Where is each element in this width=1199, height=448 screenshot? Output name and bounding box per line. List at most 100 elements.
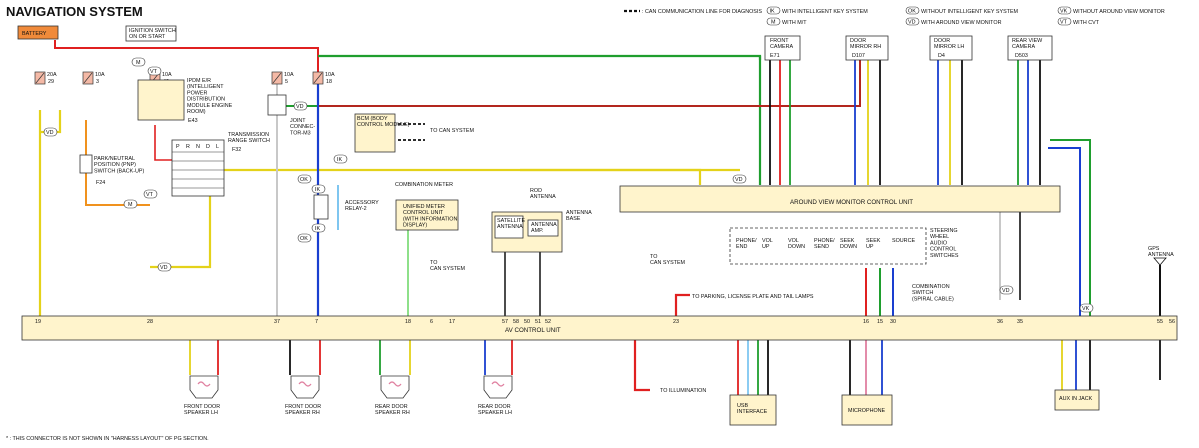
- pill-ik-2: IK: [315, 187, 320, 193]
- av-pin: 56: [1169, 319, 1175, 325]
- av-pin: 37: [274, 319, 280, 325]
- av-pin: 23: [673, 319, 679, 325]
- trs-position-n: N: [196, 144, 200, 150]
- legend-vk-code: VK: [1060, 9, 1068, 15]
- battery-label: BATTERY: [22, 31, 47, 37]
- av-pin: 58: [513, 319, 519, 325]
- legend-vk: WITHOUT AROUND VIEW MONITOR: [1073, 9, 1165, 15]
- door-mirror-lh-connector: D4: [938, 53, 945, 59]
- antenna-amp-box: [527, 219, 559, 237]
- av-pin: 7: [315, 319, 318, 325]
- rear-view-camera-connector: D503: [1015, 53, 1028, 59]
- pill-ok-2: OK: [300, 236, 308, 242]
- fuse-number: 18: [326, 79, 332, 85]
- legend-vd-code: VD: [908, 20, 916, 26]
- pill-ik: IK: [337, 157, 342, 163]
- door-mirror-rh-box: [845, 35, 889, 61]
- pill-vt: VT: [150, 69, 158, 75]
- ignition-switch-box: [125, 25, 177, 42]
- av-pin: 51: [535, 319, 541, 325]
- mode-pills-left: M VT M VT VD VD VD IK OK IK IK OK VD VD …: [43, 57, 1094, 313]
- switch-label: SOURCE: [892, 238, 915, 244]
- fuse-group: 20A2910A310A4010A510A18: [34, 71, 335, 85]
- transmission-range-switch: [171, 139, 225, 197]
- footnote: * : THIS CONNECTOR IS NOT SHOWN IN "HARN…: [6, 436, 209, 442]
- av-pin: 30: [890, 319, 896, 325]
- usb-interface-box: [729, 394, 777, 426]
- steering-switch-panel: [729, 227, 927, 265]
- accessory-relay: [313, 194, 329, 220]
- fuse-amp: 20A: [47, 72, 57, 78]
- legend-vd: WITH AROUND VIEW MONITOR: [921, 20, 1002, 26]
- legend-vt: WITH CVT: [1073, 20, 1100, 26]
- fuse-number: 29: [48, 79, 54, 85]
- door-mirror-rh-connector: D107: [852, 53, 865, 59]
- switch-label: PHONE/SEND: [814, 238, 835, 250]
- avm-unit-label: AROUND VIEW MONITOR CONTROL UNIT: [790, 199, 913, 206]
- fuse-amp: 10A: [95, 72, 105, 78]
- legend-ik: WITH INTELLIGENT KEY SYSTEM: [782, 9, 868, 15]
- pill-vd-5: VD: [1002, 288, 1010, 294]
- fuse-number: 5: [285, 79, 288, 85]
- pnp-switch: [79, 154, 93, 174]
- av-pin: 55: [1157, 319, 1163, 325]
- front-camera-box: [764, 35, 801, 61]
- fuse-amp: 10A: [162, 72, 172, 78]
- joint-connector: [267, 94, 287, 116]
- microphone-box: [841, 394, 893, 426]
- bcm-box: [354, 113, 396, 153]
- pill-ik-3: IK: [315, 226, 320, 232]
- trs-connector: F32: [232, 147, 241, 153]
- legend-vt-code: VT: [1060, 20, 1068, 26]
- fuse-amp: 10A: [325, 72, 335, 78]
- av-pin: 6: [430, 319, 433, 325]
- pill-m: M: [136, 60, 141, 66]
- pill-vd-3: VD: [296, 104, 304, 110]
- to-can-system: TO CAN SYSTEM: [430, 128, 474, 134]
- battery-box: [17, 25, 59, 40]
- av-pin: 52: [545, 319, 551, 325]
- legend: : CAN COMMUNICATION LINE FOR DIAGNOSIS I…: [624, 6, 1165, 26]
- door-mirror-lh-box: [929, 35, 973, 61]
- e43-label: E43: [188, 118, 198, 124]
- av-pin: 36: [997, 319, 1003, 325]
- av-pin: 17: [449, 319, 455, 325]
- ipdm-box: [137, 79, 185, 121]
- gps-antenna-icon: [1153, 257, 1167, 266]
- pill-vd-2: VD: [160, 265, 168, 271]
- legend-m: WITH M/T: [782, 20, 807, 26]
- av-pin: 28: [147, 319, 153, 325]
- fuse-amp: 10A: [284, 72, 294, 78]
- pill-vt-2: VT: [146, 192, 154, 198]
- av-pin: 16: [863, 319, 869, 325]
